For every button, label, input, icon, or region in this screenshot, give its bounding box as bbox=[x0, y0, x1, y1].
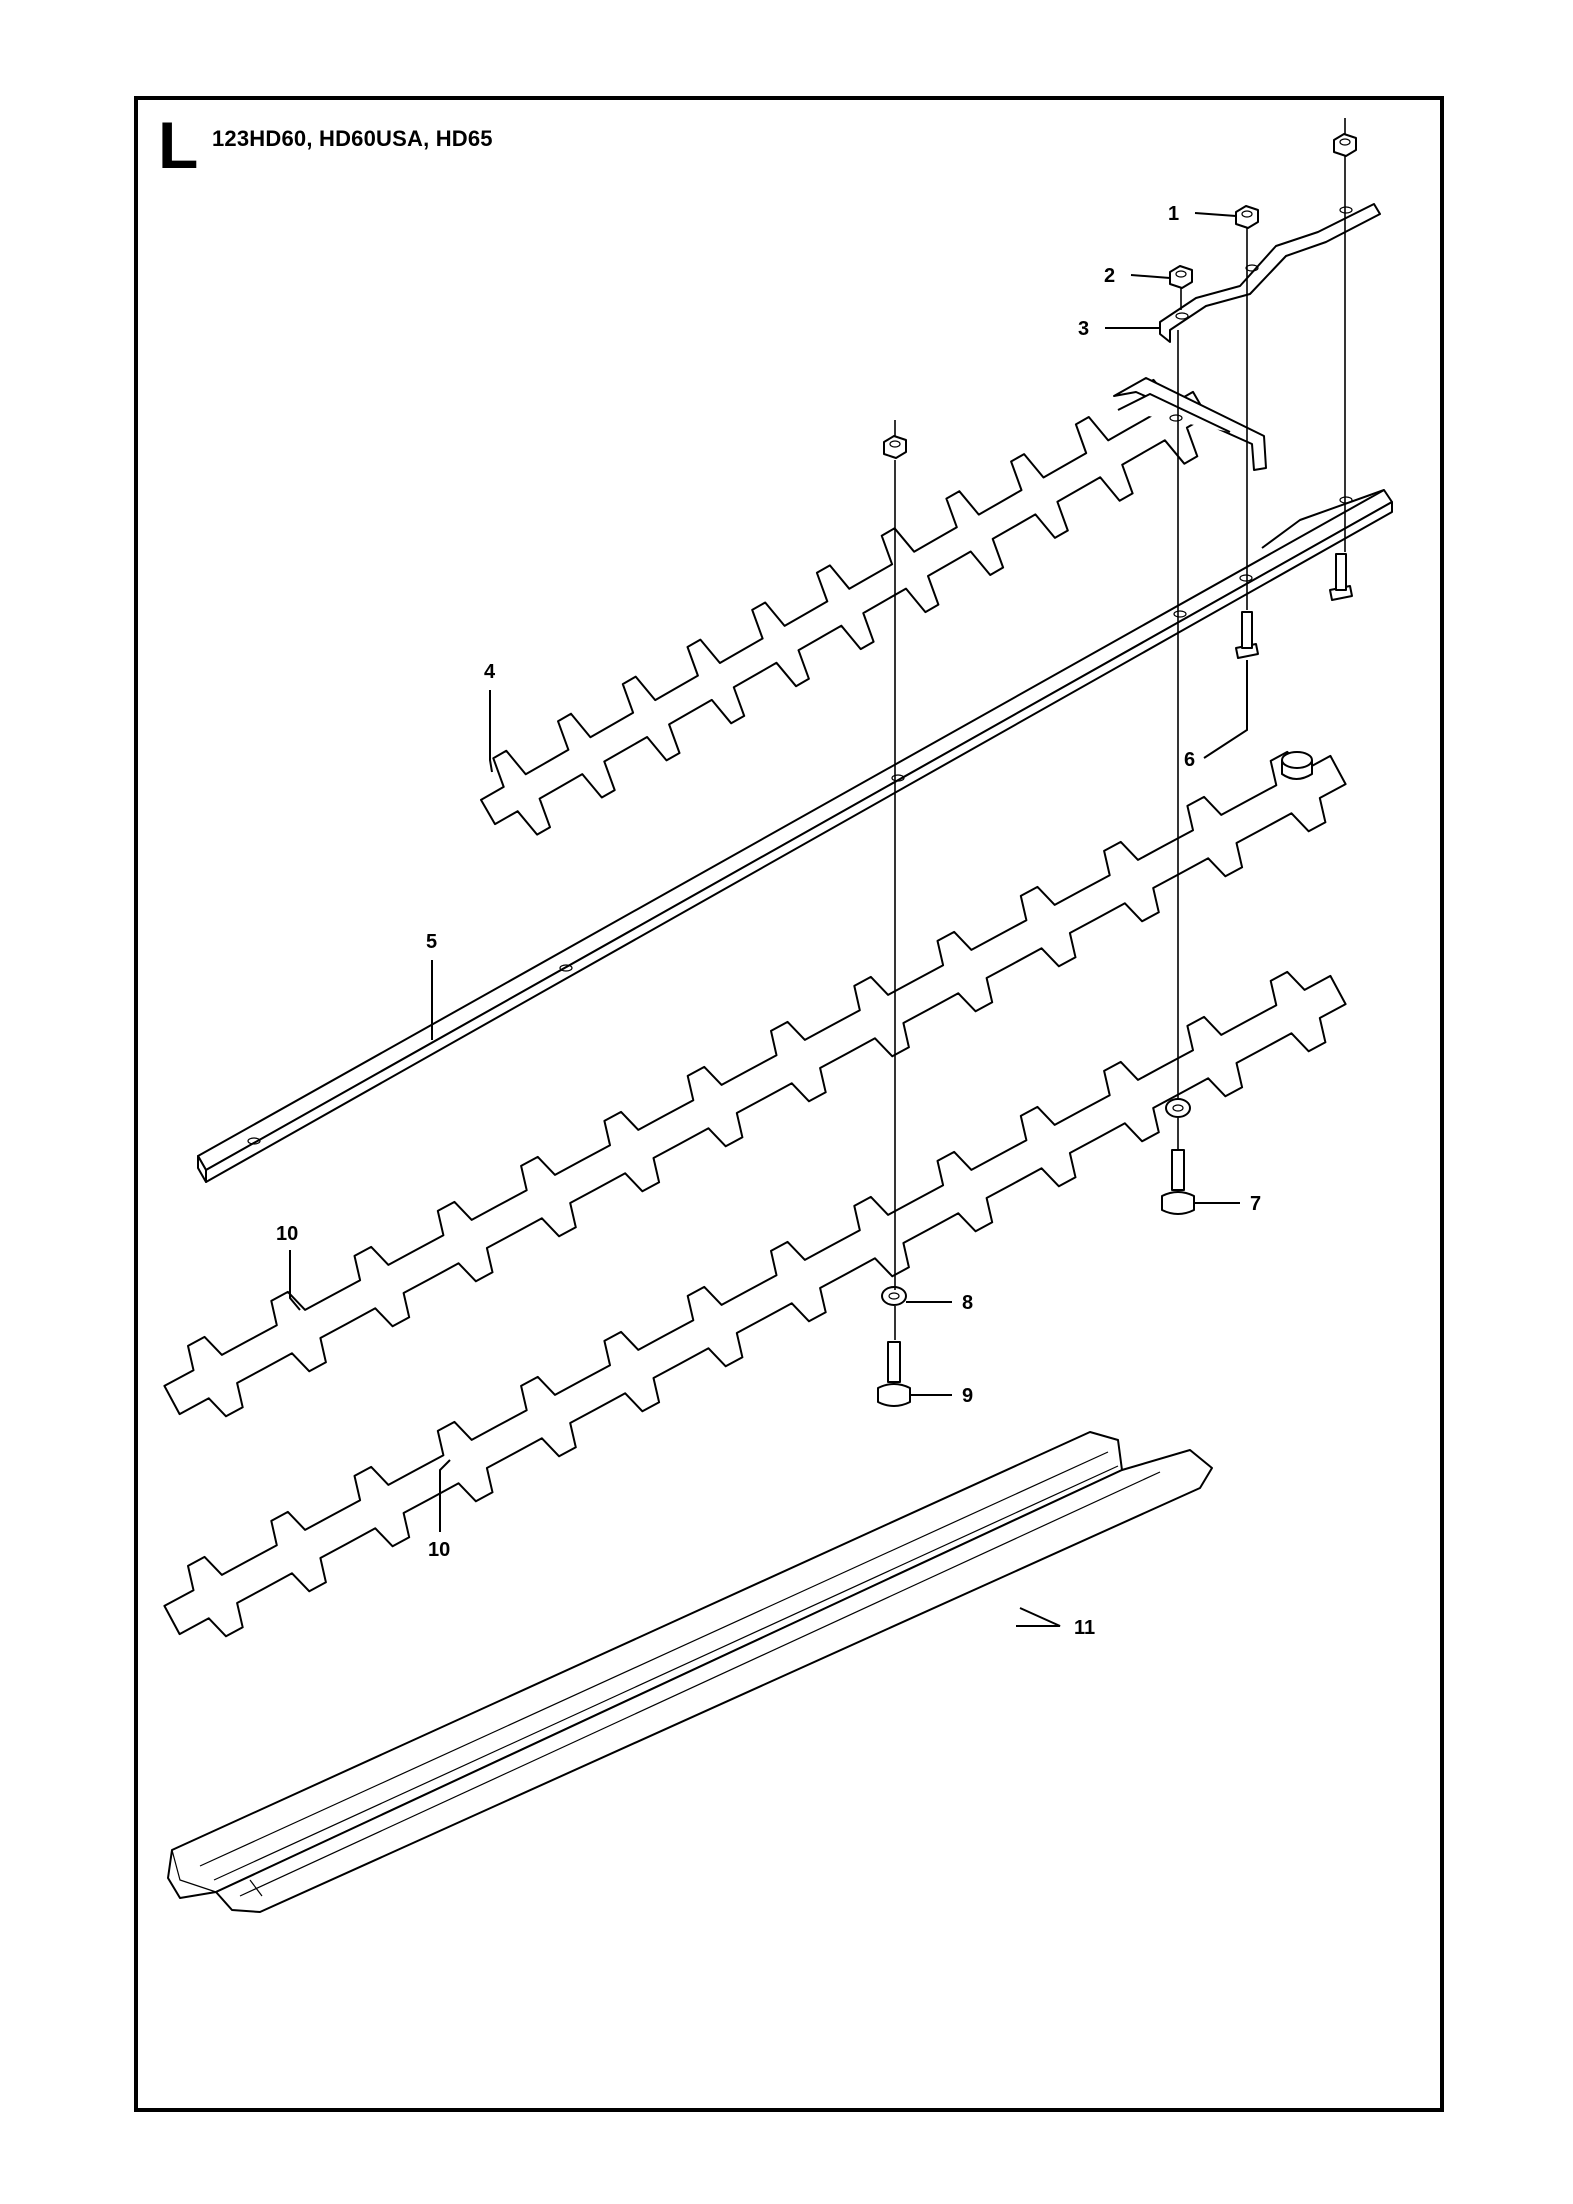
callout-5: 5 bbox=[426, 931, 437, 953]
part-8-washer bbox=[881, 1286, 907, 1306]
callout-7: 7 bbox=[1250, 1193, 1261, 1215]
part-10-lower-blade bbox=[163, 970, 1347, 1638]
part-4-blade-guide bbox=[480, 378, 1208, 836]
part-9-screw bbox=[877, 1341, 911, 1407]
callout-8: 8 bbox=[962, 1292, 973, 1314]
callout-10-lower: 10 bbox=[428, 1539, 450, 1561]
callout-9: 9 bbox=[962, 1385, 973, 1407]
nut-on-guide bbox=[883, 435, 907, 459]
part-6-screw bbox=[1235, 553, 1353, 659]
part-1-nut bbox=[1235, 205, 1259, 229]
section-letter: L bbox=[158, 108, 199, 182]
model-list: 123HD60, HD60USA, HD65 bbox=[212, 126, 493, 151]
callout-3: 3 bbox=[1078, 318, 1089, 340]
part-11-blade-guard bbox=[167, 1431, 1213, 1913]
part-2-nut bbox=[1169, 265, 1193, 289]
callout-2: 2 bbox=[1104, 265, 1115, 287]
assembly-guide-lines bbox=[894, 118, 1346, 1340]
diagram-frame bbox=[134, 96, 1444, 2112]
blade-pin bbox=[1281, 751, 1313, 780]
callout-10-upper: 10 bbox=[276, 1223, 298, 1245]
part-3-bracket bbox=[1113, 203, 1381, 471]
callout-1: 1 bbox=[1168, 203, 1179, 225]
callout-6: 6 bbox=[1184, 749, 1195, 771]
callout-leaders bbox=[289, 212, 1248, 1627]
part-5-support-bar bbox=[197, 489, 1393, 1183]
callout-11: 11 bbox=[1074, 1617, 1095, 1639]
callout-labels: 1 2 3 4 5 6 7 8 9 10 10 11 bbox=[276, 203, 1261, 1639]
part-10-upper-blade bbox=[163, 750, 1347, 1418]
callout-4: 4 bbox=[484, 661, 496, 683]
part-7-screw bbox=[1161, 1098, 1195, 1215]
top-nut bbox=[1333, 133, 1357, 157]
